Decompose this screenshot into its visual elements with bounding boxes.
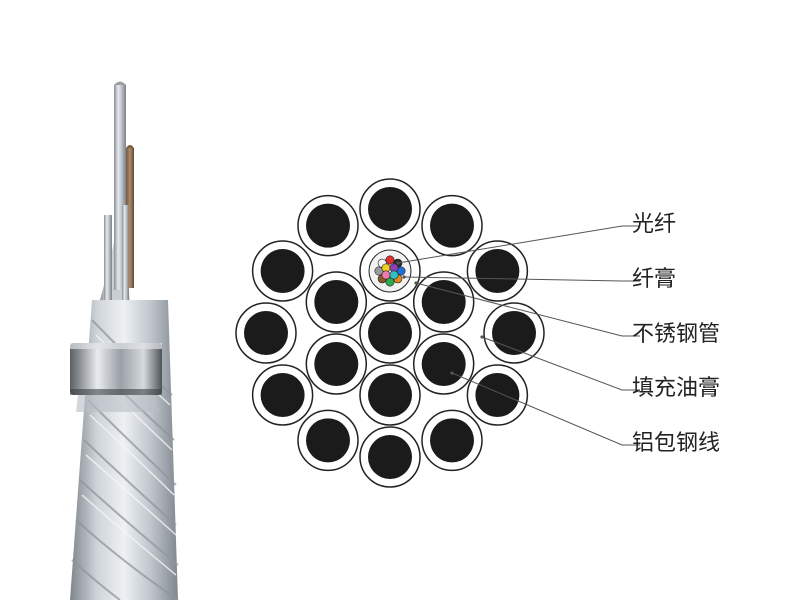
wire-core xyxy=(244,311,288,355)
wire-core xyxy=(421,280,466,324)
leader-lines xyxy=(396,225,640,446)
outer-wire xyxy=(297,409,359,472)
inner-wire xyxy=(359,364,421,426)
leader-line xyxy=(415,282,640,337)
inner-wire xyxy=(305,333,368,395)
wire-core xyxy=(368,187,412,231)
wire-core xyxy=(306,203,350,248)
wire-core xyxy=(368,373,412,417)
fiber-bundle xyxy=(374,255,406,287)
outer-wire xyxy=(466,240,529,302)
leader-dot xyxy=(450,371,454,375)
wire-core xyxy=(260,249,305,293)
fiber xyxy=(389,270,399,280)
outer-wire xyxy=(251,364,314,426)
label-fiber-paste: 纤膏 xyxy=(632,267,677,292)
leader-dot xyxy=(414,281,418,285)
wire-core xyxy=(368,311,412,355)
wire-core xyxy=(421,342,466,386)
wire-core xyxy=(475,249,520,293)
fiber xyxy=(385,277,395,287)
cross-section xyxy=(235,178,545,488)
outer-wire xyxy=(297,194,359,257)
leader-line xyxy=(451,372,640,446)
wire-core xyxy=(306,418,350,463)
fiber xyxy=(385,255,395,265)
leader-dot xyxy=(396,261,400,265)
label-stainless-steel-tube: 不锈钢管 xyxy=(632,322,721,347)
outer-wire xyxy=(421,409,483,472)
inner-wire xyxy=(412,333,475,395)
wire-core xyxy=(430,418,474,463)
outer-wire xyxy=(359,426,421,488)
outer-wire xyxy=(235,302,297,364)
leader-line xyxy=(397,225,640,264)
leader-dot xyxy=(480,335,484,339)
outer-wire xyxy=(421,194,483,257)
leader-dot xyxy=(402,275,406,279)
wire-core xyxy=(475,373,520,417)
wire-core xyxy=(492,311,536,355)
cable-photo xyxy=(70,81,179,600)
outer-wire xyxy=(483,302,545,364)
inner-wire xyxy=(412,271,475,333)
label-optical-fiber: 光纤 xyxy=(632,212,677,237)
steel-tube xyxy=(359,240,421,302)
wire-core xyxy=(368,435,412,479)
outer-wire xyxy=(359,178,421,240)
fiber xyxy=(381,270,391,280)
wire-core xyxy=(430,203,474,248)
leader-line xyxy=(481,336,640,391)
label-filling-grease: 填充油膏 xyxy=(632,376,721,401)
outer-wire xyxy=(466,364,529,426)
wire-core xyxy=(314,280,359,324)
steel-tube-segment xyxy=(126,148,134,288)
leader-line xyxy=(403,276,640,282)
inner-wire xyxy=(305,271,368,333)
center-wire xyxy=(359,302,421,364)
label-aluminum-clad-steel-wire: 铝包钢线 xyxy=(632,431,721,456)
clamp-ring xyxy=(70,343,162,395)
outer-wire xyxy=(251,240,314,302)
wire-core xyxy=(314,342,359,386)
wire-core xyxy=(260,373,305,417)
